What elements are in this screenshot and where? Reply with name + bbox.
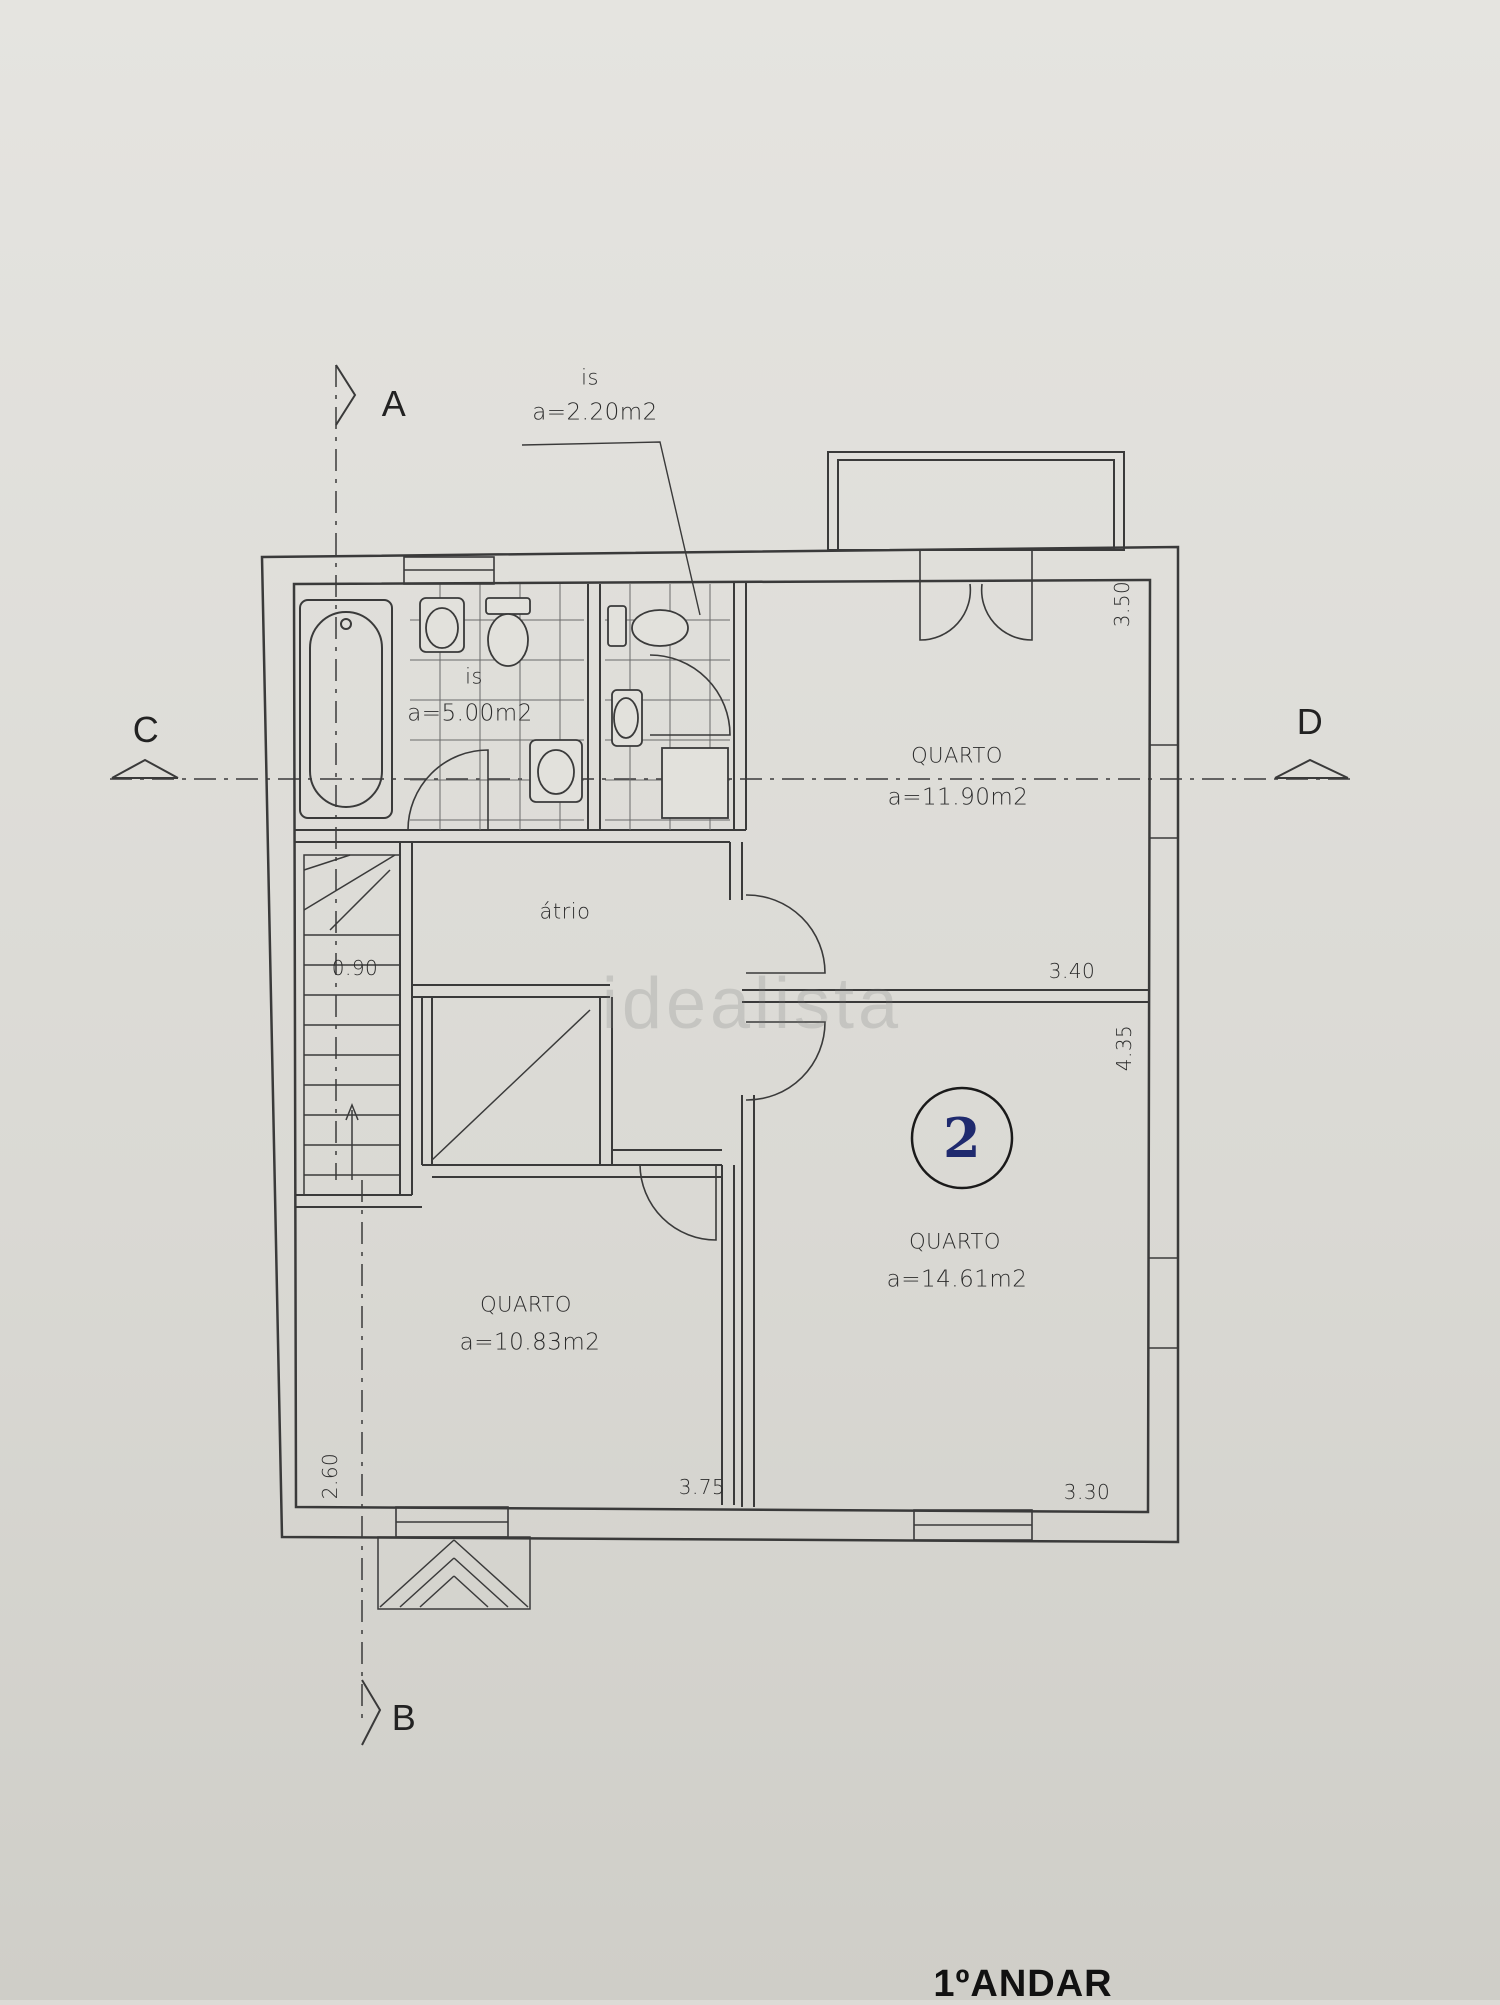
section-b-label: B — [391, 1697, 417, 1738]
bath-small-area: a=2.20m2 — [532, 399, 658, 426]
bathtub — [299, 599, 393, 819]
quarto-sw-name: QUARTO — [480, 1292, 572, 1317]
quarto-ne-name: QUARTO — [911, 743, 1003, 768]
floor-label: 1ºANDAR — [933, 1963, 1113, 2005]
quarto-sw-area: a=10.83m2 — [459, 1329, 601, 1356]
unit-badge-ring — [910, 1086, 1014, 1190]
dim-ne-horizontal: 3.40 — [1048, 959, 1096, 983]
unit-number: 2 — [942, 1106, 982, 1170]
quarto-se-name: QUARTO — [909, 1229, 1001, 1254]
section-a-label: A — [381, 383, 407, 424]
bath-small-name: is — [581, 365, 599, 390]
entrance-canopy — [377, 1536, 531, 1610]
bath-main-name: is — [465, 664, 483, 689]
section-markers — [111, 364, 1349, 1746]
quarto-se-area: a=14.61m2 — [886, 1266, 1028, 1293]
dim-ne-vertical: 3.50 — [1110, 580, 1134, 628]
dim-se-vertical: 4.35 — [1112, 1024, 1136, 1072]
dim-stair-width: 0.90 — [331, 956, 379, 980]
dim-sw-vertical: 2.60 — [318, 1452, 342, 1500]
doors — [407, 550, 1178, 1349]
leader-line — [521, 441, 701, 616]
atrio-name: átrio — [539, 899, 591, 924]
bath-fixtures — [419, 597, 729, 819]
quarto-ne-area: a=11.90m2 — [887, 784, 1029, 811]
dim-sw-horizontal: 3.75 — [678, 1475, 726, 1499]
section-d-label: D — [1296, 701, 1324, 742]
section-c-label: C — [132, 709, 160, 750]
staircase — [303, 854, 591, 1196]
bath-main-area: a=5.00m2 — [407, 700, 533, 727]
watermark: idealista — [601, 964, 903, 1044]
dim-se-horizontal: 3.30 — [1063, 1480, 1111, 1504]
outer-walls — [260, 545, 1180, 1544]
section-lines — [110, 365, 1350, 1720]
